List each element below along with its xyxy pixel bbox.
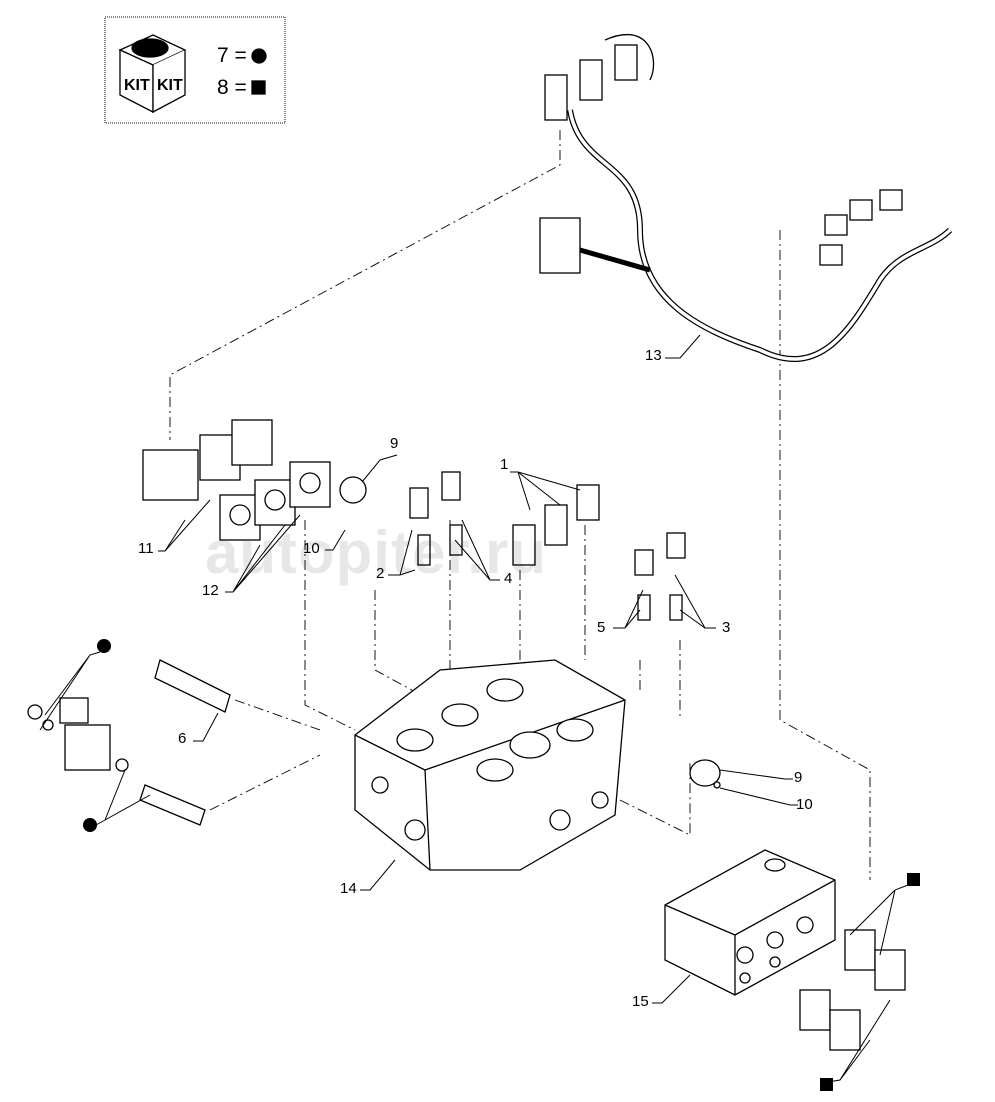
watermark: autopiter.ru (205, 519, 548, 586)
circle-symbol-icon (251, 48, 267, 64)
kit7-legend: 7 = (217, 44, 247, 68)
callout-13: 13 (645, 347, 662, 364)
kit8-legend: 8 = (217, 76, 247, 100)
kit-legend-box: KIT KIT (104, 16, 286, 124)
callout-10-lower: 10 (796, 796, 813, 813)
callout-9: 9 (390, 435, 399, 452)
callout-4: 4 (504, 570, 513, 587)
cartridge-valves (409, 471, 686, 621)
manifold-block-15 (664, 849, 906, 1051)
kit-markers (83, 639, 920, 1091)
callout-12: 12 (202, 582, 219, 599)
kit-label-left: KIT (124, 77, 150, 94)
kit7-circle-icon (83, 818, 97, 832)
callout-11: 11 (138, 540, 154, 557)
callout-6: 6 (178, 730, 187, 747)
callout-10: 10 (303, 540, 320, 557)
callout-9-lower: 9 (794, 769, 803, 786)
kit8-number: 8 (217, 76, 229, 99)
kit7-number: 7 (217, 44, 229, 67)
callout-5: 5 (597, 619, 606, 636)
kit-label-right: KIT (157, 77, 183, 94)
kit8-square-icon (820, 1078, 833, 1091)
kit8-square-icon (907, 873, 920, 886)
callout-2: 2 (376, 565, 385, 582)
valve-body-14 (354, 659, 626, 871)
kit7-equals: = (234, 44, 247, 67)
square-symbol-icon (251, 80, 266, 95)
kit7-circle-icon (97, 639, 111, 653)
wiring-harness-13 (539, 33, 953, 363)
solenoid-coils (142, 419, 367, 541)
kit8-equals: = (234, 76, 247, 99)
sensor-and-valve-6 (27, 659, 721, 826)
callout-3: 3 (722, 619, 731, 636)
leader-lines (39, 334, 909, 1084)
callout-15: 15 (632, 993, 649, 1010)
guide-lines (169, 130, 871, 880)
callout-14: 14 (340, 880, 357, 897)
callout-1: 1 (500, 456, 509, 473)
